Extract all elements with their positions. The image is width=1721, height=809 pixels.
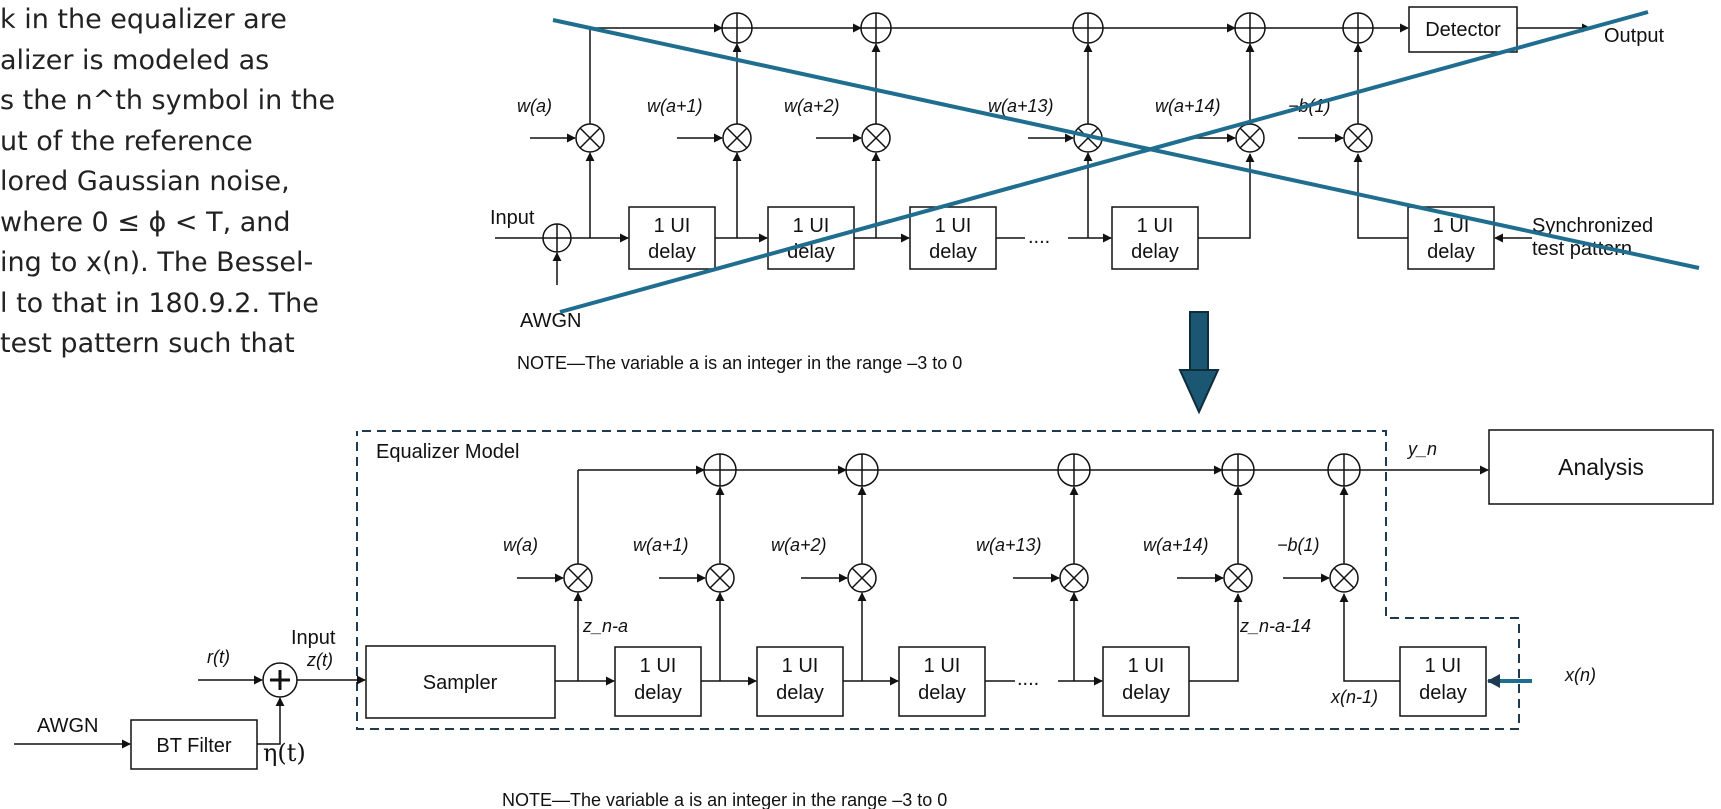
paragraph-line: ut of the reference: [0, 125, 253, 157]
multiplier-node: [1343, 123, 1373, 153]
weight-label: w(a+14): [1143, 535, 1209, 555]
yn-label: y_n: [1406, 439, 1437, 459]
sampler-label: Sampler: [423, 672, 498, 694]
weight-label: w(a+13): [976, 535, 1042, 555]
weight-label: w(a+2): [784, 96, 840, 116]
adder-node: [1234, 12, 1266, 44]
delay-label: 1 UI: [782, 655, 819, 677]
delay-label: delay: [1131, 241, 1179, 263]
multiplier-node: [861, 123, 891, 153]
zna-label: z_n-a: [582, 616, 628, 636]
awgn-label: AWGN: [520, 310, 581, 332]
sync-pattern-label: Synchronized: [1532, 215, 1653, 237]
delay-label: delay: [1419, 682, 1467, 704]
bottom-diagram-labels: Equalizer Model y_n Analysis w(a) w(a+1)…: [37, 439, 1644, 809]
delay-label: 1 UI: [793, 215, 830, 237]
down-arrow: [1178, 311, 1220, 415]
multiplier-node: [1329, 563, 1359, 593]
delay-label: delay: [1427, 241, 1475, 263]
input-adder: [542, 223, 572, 253]
top-note: NOTE—The variable a is an integer in the…: [517, 353, 962, 373]
zna14-label: z_n-a-14: [1239, 616, 1311, 636]
adder-node: [1072, 12, 1104, 44]
input-label: Input: [490, 207, 535, 229]
analysis-label: Analysis: [1558, 454, 1644, 480]
delay-label: 1 UI: [1433, 215, 1470, 237]
multiplier-node: [722, 123, 752, 153]
adder-node: [703, 453, 737, 487]
bottom-note: NOTE—The variable a is an integer in the…: [502, 790, 947, 809]
input-label: Input: [291, 627, 336, 649]
awgn-label: AWGN: [37, 715, 98, 737]
delay-label: delay: [929, 241, 977, 263]
delay-label: 1 UI: [654, 215, 691, 237]
top-diagram-labels: w(a) w(a+1) w(a+2) w(a+13) w(a+14) −b(1)…: [490, 19, 1664, 373]
adder-node: [860, 12, 892, 44]
bottom-diagram: [14, 429, 1714, 770]
delay-label: 1 UI: [924, 655, 961, 677]
output-label: Output: [1604, 25, 1664, 47]
delay-label: delay: [918, 682, 966, 704]
paragraph-line: lored Gaussian noise,: [0, 166, 290, 197]
paragraph-line: k in the equalizer are: [0, 4, 287, 35]
detector-block: [1408, 6, 1518, 53]
delay-label: 1 UI: [1425, 655, 1462, 677]
weight-label: w(a+13): [988, 96, 1054, 116]
paragraph-text: k in the equalizer are alizer is modeled…: [0, 0, 372, 365]
xn1-label: x(n-1): [1330, 687, 1378, 707]
weight-label: w(a+1): [633, 535, 689, 555]
adder-node: [1327, 453, 1361, 487]
weight-label: w(a+1): [647, 96, 703, 116]
model-title: Equalizer Model: [376, 441, 519, 463]
weight-label: w(a+2): [771, 535, 827, 555]
delay-label: delay: [776, 682, 824, 704]
delay-label: 1 UI: [640, 655, 677, 677]
delay-label: delay: [1122, 682, 1170, 704]
ellipsis: ....: [1017, 668, 1039, 690]
adder-node: [721, 12, 753, 44]
paragraph-line: s the n^th symbol in the: [0, 85, 336, 116]
delay-label: delay: [648, 241, 696, 263]
plus-icon: [270, 670, 290, 690]
ellipsis: ....: [1028, 226, 1050, 248]
weight-label: w(a): [503, 535, 538, 555]
paragraph-line: test pattern such that: [0, 328, 295, 359]
delay-label: 1 UI: [935, 215, 972, 237]
adder-node: [1057, 453, 1091, 487]
bt-filter-label: BT Filter: [156, 735, 232, 757]
analysis-block: [1488, 429, 1714, 505]
paragraph-line: where 0 ≤ ϕ < T, and: [0, 206, 291, 238]
equalizer-model-box: [356, 430, 1520, 730]
multiplier-node: [1235, 123, 1265, 153]
multiplier-node: [847, 563, 877, 593]
multiplier-node: [575, 123, 605, 153]
delay-label: 1 UI: [1128, 655, 1165, 677]
multiplier-node: [1059, 563, 1089, 593]
top-diagram: [495, 6, 1591, 285]
sampler-block: [365, 645, 556, 719]
zt-label: z(t): [306, 650, 333, 670]
cross-out-lines: [552, 10, 1700, 314]
xn-arrow-head: [1487, 674, 1500, 688]
xn-label: x(n): [1564, 665, 1596, 685]
paragraph-line: l to that in 180.9.2. The: [0, 287, 319, 319]
sync-pattern-label: test pattern: [1532, 238, 1632, 260]
detector-label: Detector: [1425, 19, 1501, 41]
paragraph-line: alizer is modeled as: [0, 44, 270, 76]
delay-label: 1 UI: [1137, 215, 1174, 237]
eta-label: η(t): [263, 739, 306, 767]
weight-label: −b(1): [1277, 535, 1320, 555]
adder-node: [845, 453, 879, 487]
weight-label: w(a): [517, 96, 552, 116]
adder-node: [1342, 12, 1374, 44]
adder-node: [1221, 453, 1255, 487]
multiplier-node: [563, 563, 593, 593]
weight-label: w(a+14): [1155, 96, 1221, 116]
multiplier-node: [1223, 563, 1253, 593]
rt-label: r(t): [207, 647, 230, 667]
multiplier-node: [705, 563, 735, 593]
delay-label: delay: [634, 682, 682, 704]
paragraph-line: ing to x(n). The Bessel-: [0, 247, 314, 278]
